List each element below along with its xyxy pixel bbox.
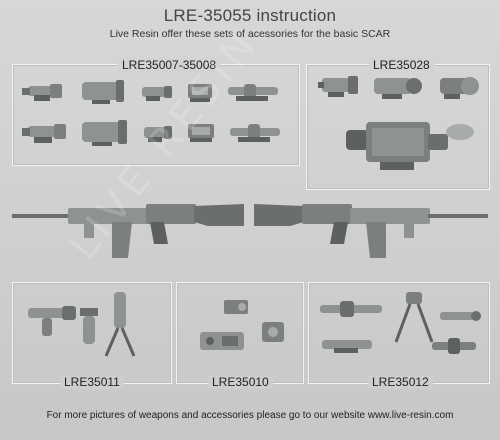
night-sight-small-image: [318, 76, 358, 97]
footer-text: For more pictures of weapons and accesso…: [46, 410, 454, 421]
page-title: LRE-35055 instruction: [163, 6, 337, 25]
scope-mount-image: [322, 340, 372, 353]
panel-grips-label: LRE35011: [60, 375, 124, 389]
panel-optics-b-label: LRE35028: [369, 58, 434, 72]
vertical-grip-image: [80, 308, 98, 344]
scope-rail-image: [320, 301, 382, 317]
scar-rifle-right-image: [254, 204, 488, 258]
compact-sight-image: [144, 126, 172, 142]
bipod-image: [394, 292, 434, 343]
laser-module-small-image: [224, 300, 248, 314]
suppressor-light-image: [440, 311, 481, 321]
scar-rifle-left-image: [12, 204, 244, 258]
long-scope-alt-image: [230, 124, 280, 142]
night-sight-clipon-image: [440, 77, 479, 99]
red-dot-sight-image: [142, 86, 172, 101]
bipod-folded-image: [432, 338, 476, 354]
page-subtitle: Live Resin offer these sets of acessorie…: [109, 28, 391, 40]
holo-sight-alt-image: [188, 124, 214, 142]
magnifier-scope-alt-image: [82, 120, 127, 146]
grip-with-light-image: [28, 306, 76, 336]
acog-scope-image: [22, 84, 62, 101]
panel-lasers-label: LRE35010: [208, 375, 273, 389]
panel-bipods-label: LRE35012: [368, 375, 433, 389]
panel-optics-a-label: LRE35007-35008: [118, 58, 221, 72]
long-scope-image: [228, 84, 278, 101]
holo-sight-image: [188, 84, 212, 102]
laser-module-box-image: [262, 322, 284, 342]
magnifier-scope-image: [82, 80, 124, 104]
night-sight-medium-image: [374, 78, 422, 99]
acog-scope-alt-image: [22, 124, 66, 143]
thermal-sight-large-image: [346, 122, 474, 170]
laser-module-large-image: [200, 332, 244, 350]
bipod-grip-image: [104, 292, 136, 357]
